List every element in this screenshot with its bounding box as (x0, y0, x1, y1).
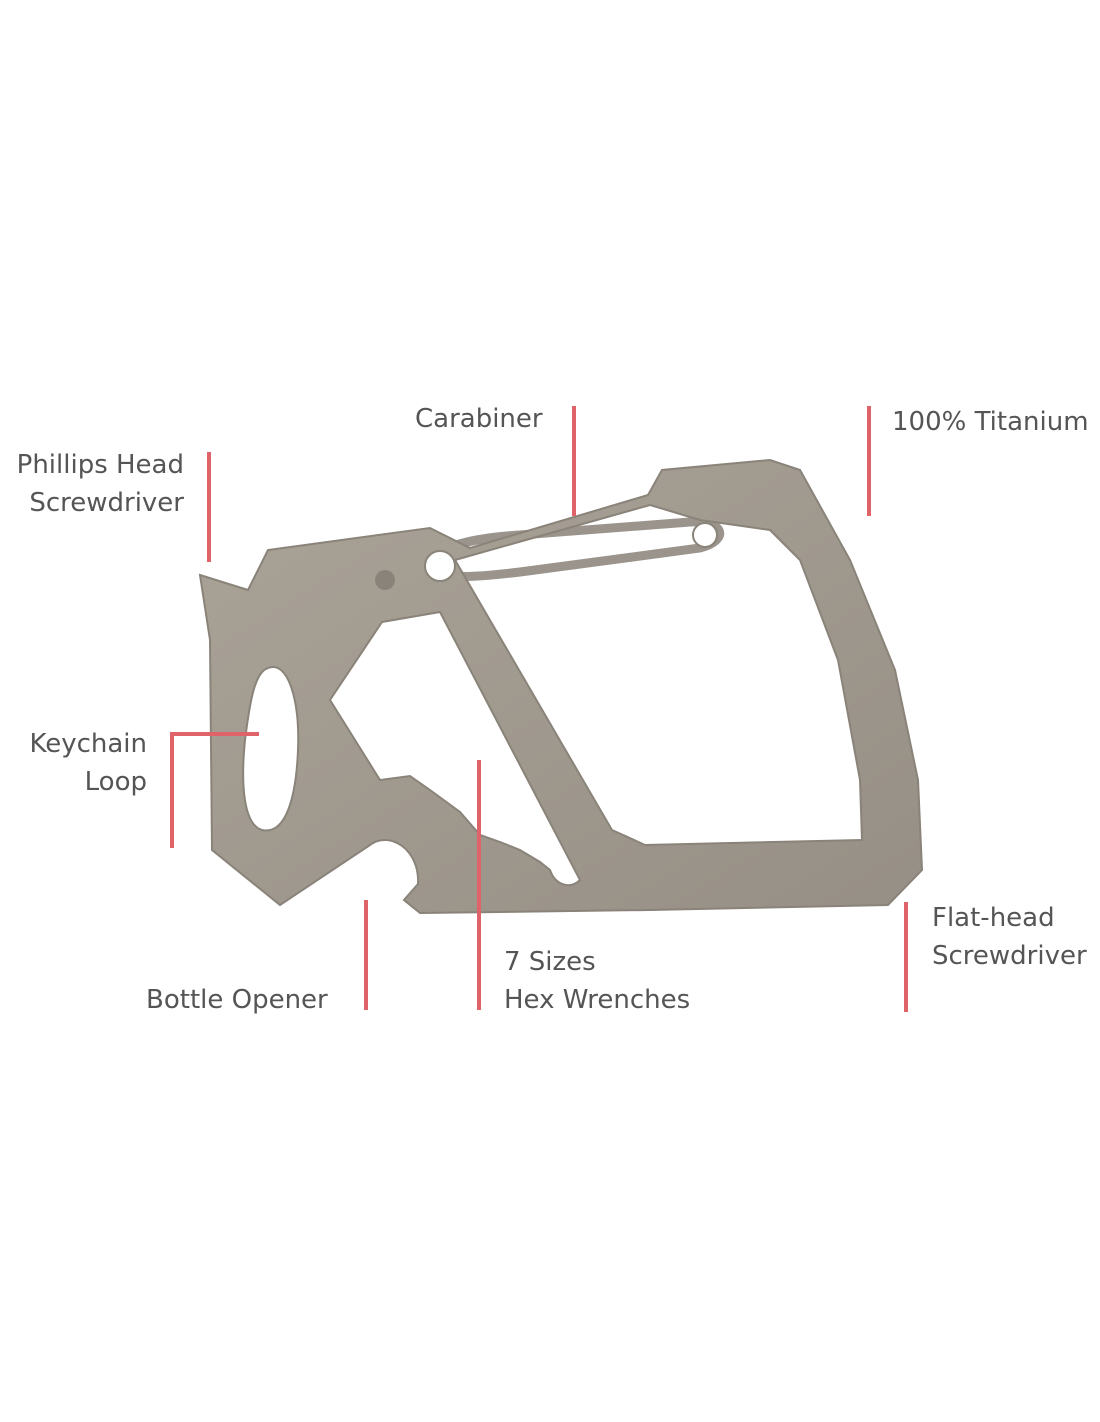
leader-line-keychain-vertical (170, 732, 174, 848)
leader-line-keychain-horizontal (170, 732, 259, 736)
leader-line-hex-wrenches (477, 760, 481, 1010)
leader-line-flathead (904, 902, 908, 1012)
label-keychain-line1: Keychain (29, 729, 147, 759)
leader-line-titanium (867, 406, 871, 516)
label-keychain-line2: Loop (84, 767, 147, 797)
label-carabiner: Carabiner (415, 404, 543, 434)
label-hex-line1: 7 Sizes (504, 947, 596, 977)
leader-line-phillips (207, 452, 211, 562)
label-phillips-line1: Phillips Head (16, 450, 184, 480)
label-phillips-line2: Screwdriver (29, 488, 184, 518)
label-titanium: 100% Titanium (892, 407, 1089, 437)
tool-body (198, 458, 924, 915)
label-flathead-line1: Flat-head (932, 903, 1055, 933)
label-hex-line2: Hex Wrenches (504, 985, 691, 1015)
leader-line-bottle-opener (364, 900, 368, 1010)
label-bottle-opener: Bottle Opener (146, 985, 328, 1015)
leader-line-carabiner (572, 406, 576, 516)
pivot-pin (375, 570, 395, 590)
label-flathead-line2: Screwdriver (932, 941, 1087, 971)
